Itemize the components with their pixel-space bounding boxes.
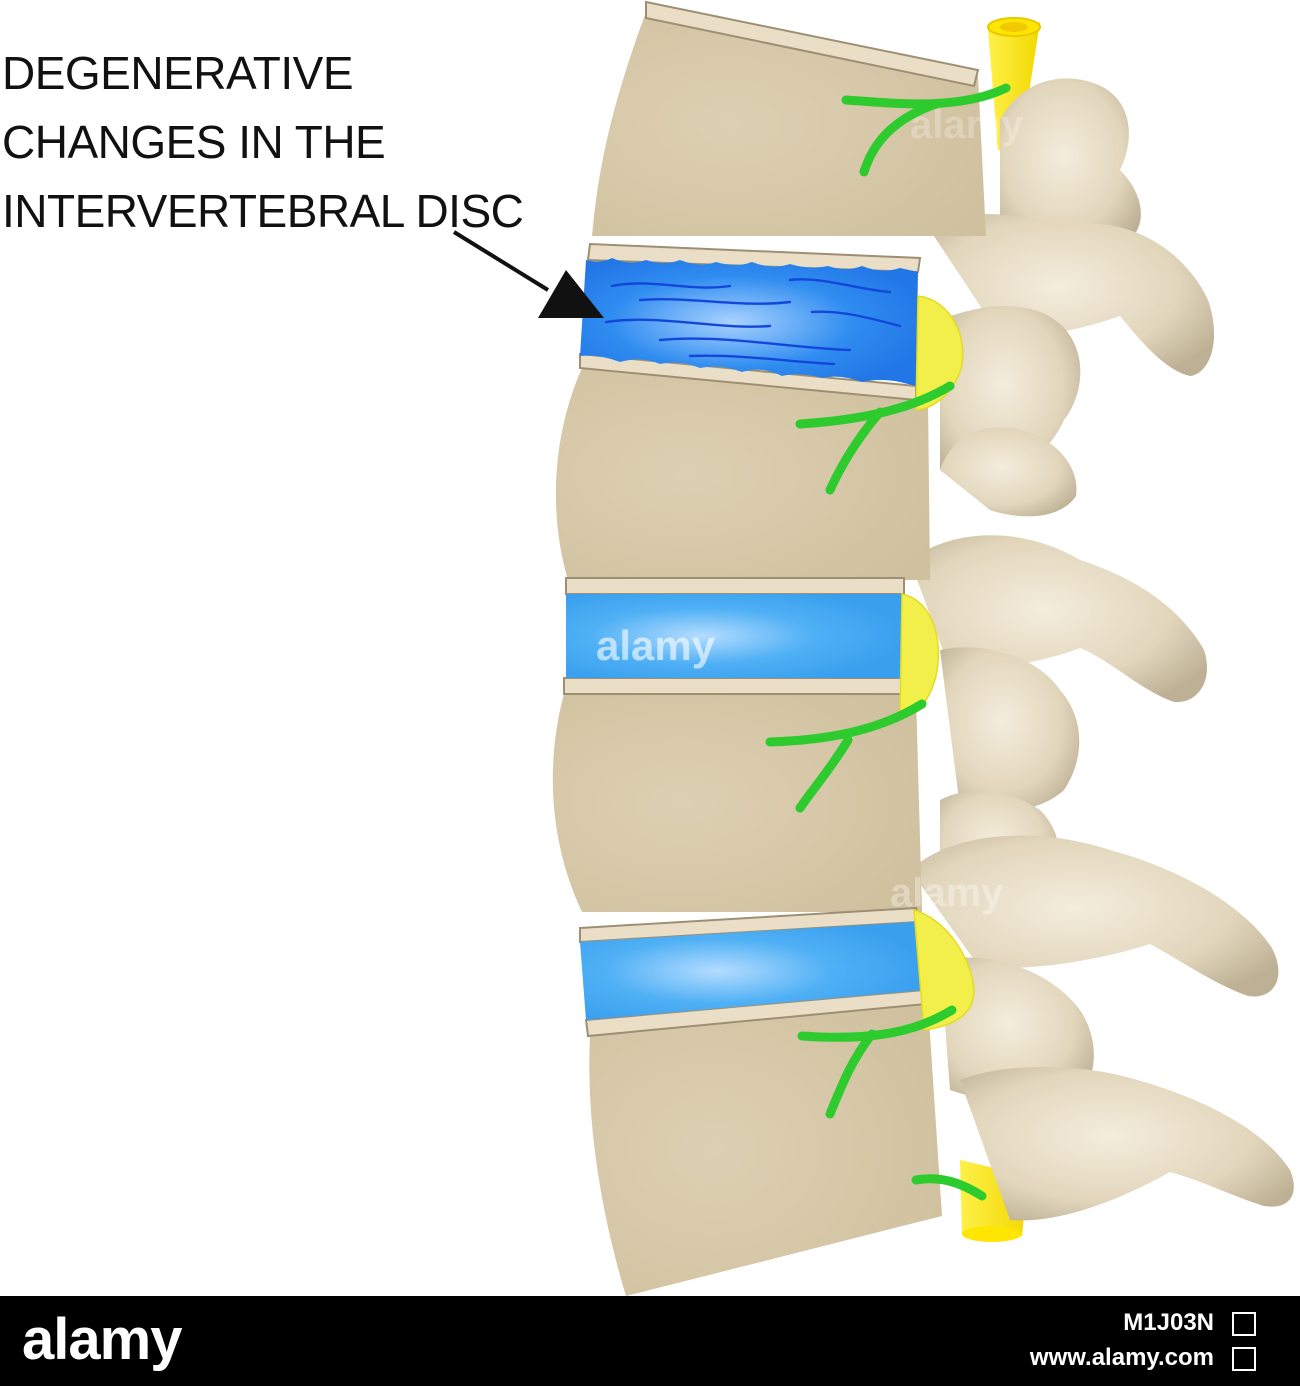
watermark-text-3: alamy bbox=[890, 871, 1004, 915]
watermark-text-2: alamy bbox=[910, 103, 1024, 147]
disc-fissures bbox=[604, 278, 902, 366]
title-line-2: CHANGES IN THE bbox=[2, 116, 386, 168]
healthy-disc-1 bbox=[566, 594, 904, 678]
info-square-icon-2 bbox=[1232, 1347, 1256, 1371]
nerve-roots bbox=[765, 83, 1011, 1201]
vertebra-2 bbox=[555, 368, 930, 580]
facet-ganglia bbox=[899, 295, 975, 1031]
info-square-icon bbox=[1232, 1312, 1256, 1336]
site-url: www.alamy.com bbox=[1029, 1344, 1214, 1371]
posterior-processes bbox=[910, 78, 1294, 1221]
title-line-1: DEGENERATIVE bbox=[2, 47, 354, 99]
degenerated-disc bbox=[580, 258, 918, 386]
watermark-bar: alamy M1J03N www.alamy.com bbox=[0, 1296, 1300, 1386]
vertebral-bodies bbox=[552, 12, 986, 1296]
intervertebral-discs bbox=[566, 258, 924, 1020]
pointer-arrow bbox=[452, 230, 604, 318]
spine-diagram: alamy alamy alamy bbox=[452, 0, 1294, 1296]
watermark-text-1: alamy bbox=[596, 622, 716, 669]
image-id: M1J03N bbox=[1123, 1309, 1214, 1336]
vertebra-3 bbox=[552, 694, 922, 912]
title-line-3: INTERVERTEBRAL DISC bbox=[2, 185, 524, 237]
healthy-disc-2 bbox=[580, 922, 924, 1020]
vertebra-4 bbox=[589, 1004, 942, 1296]
alamy-logo: alamy bbox=[22, 1307, 182, 1372]
endplates bbox=[563, 0, 980, 1038]
image-watermarks: alamy alamy alamy bbox=[596, 103, 1024, 915]
